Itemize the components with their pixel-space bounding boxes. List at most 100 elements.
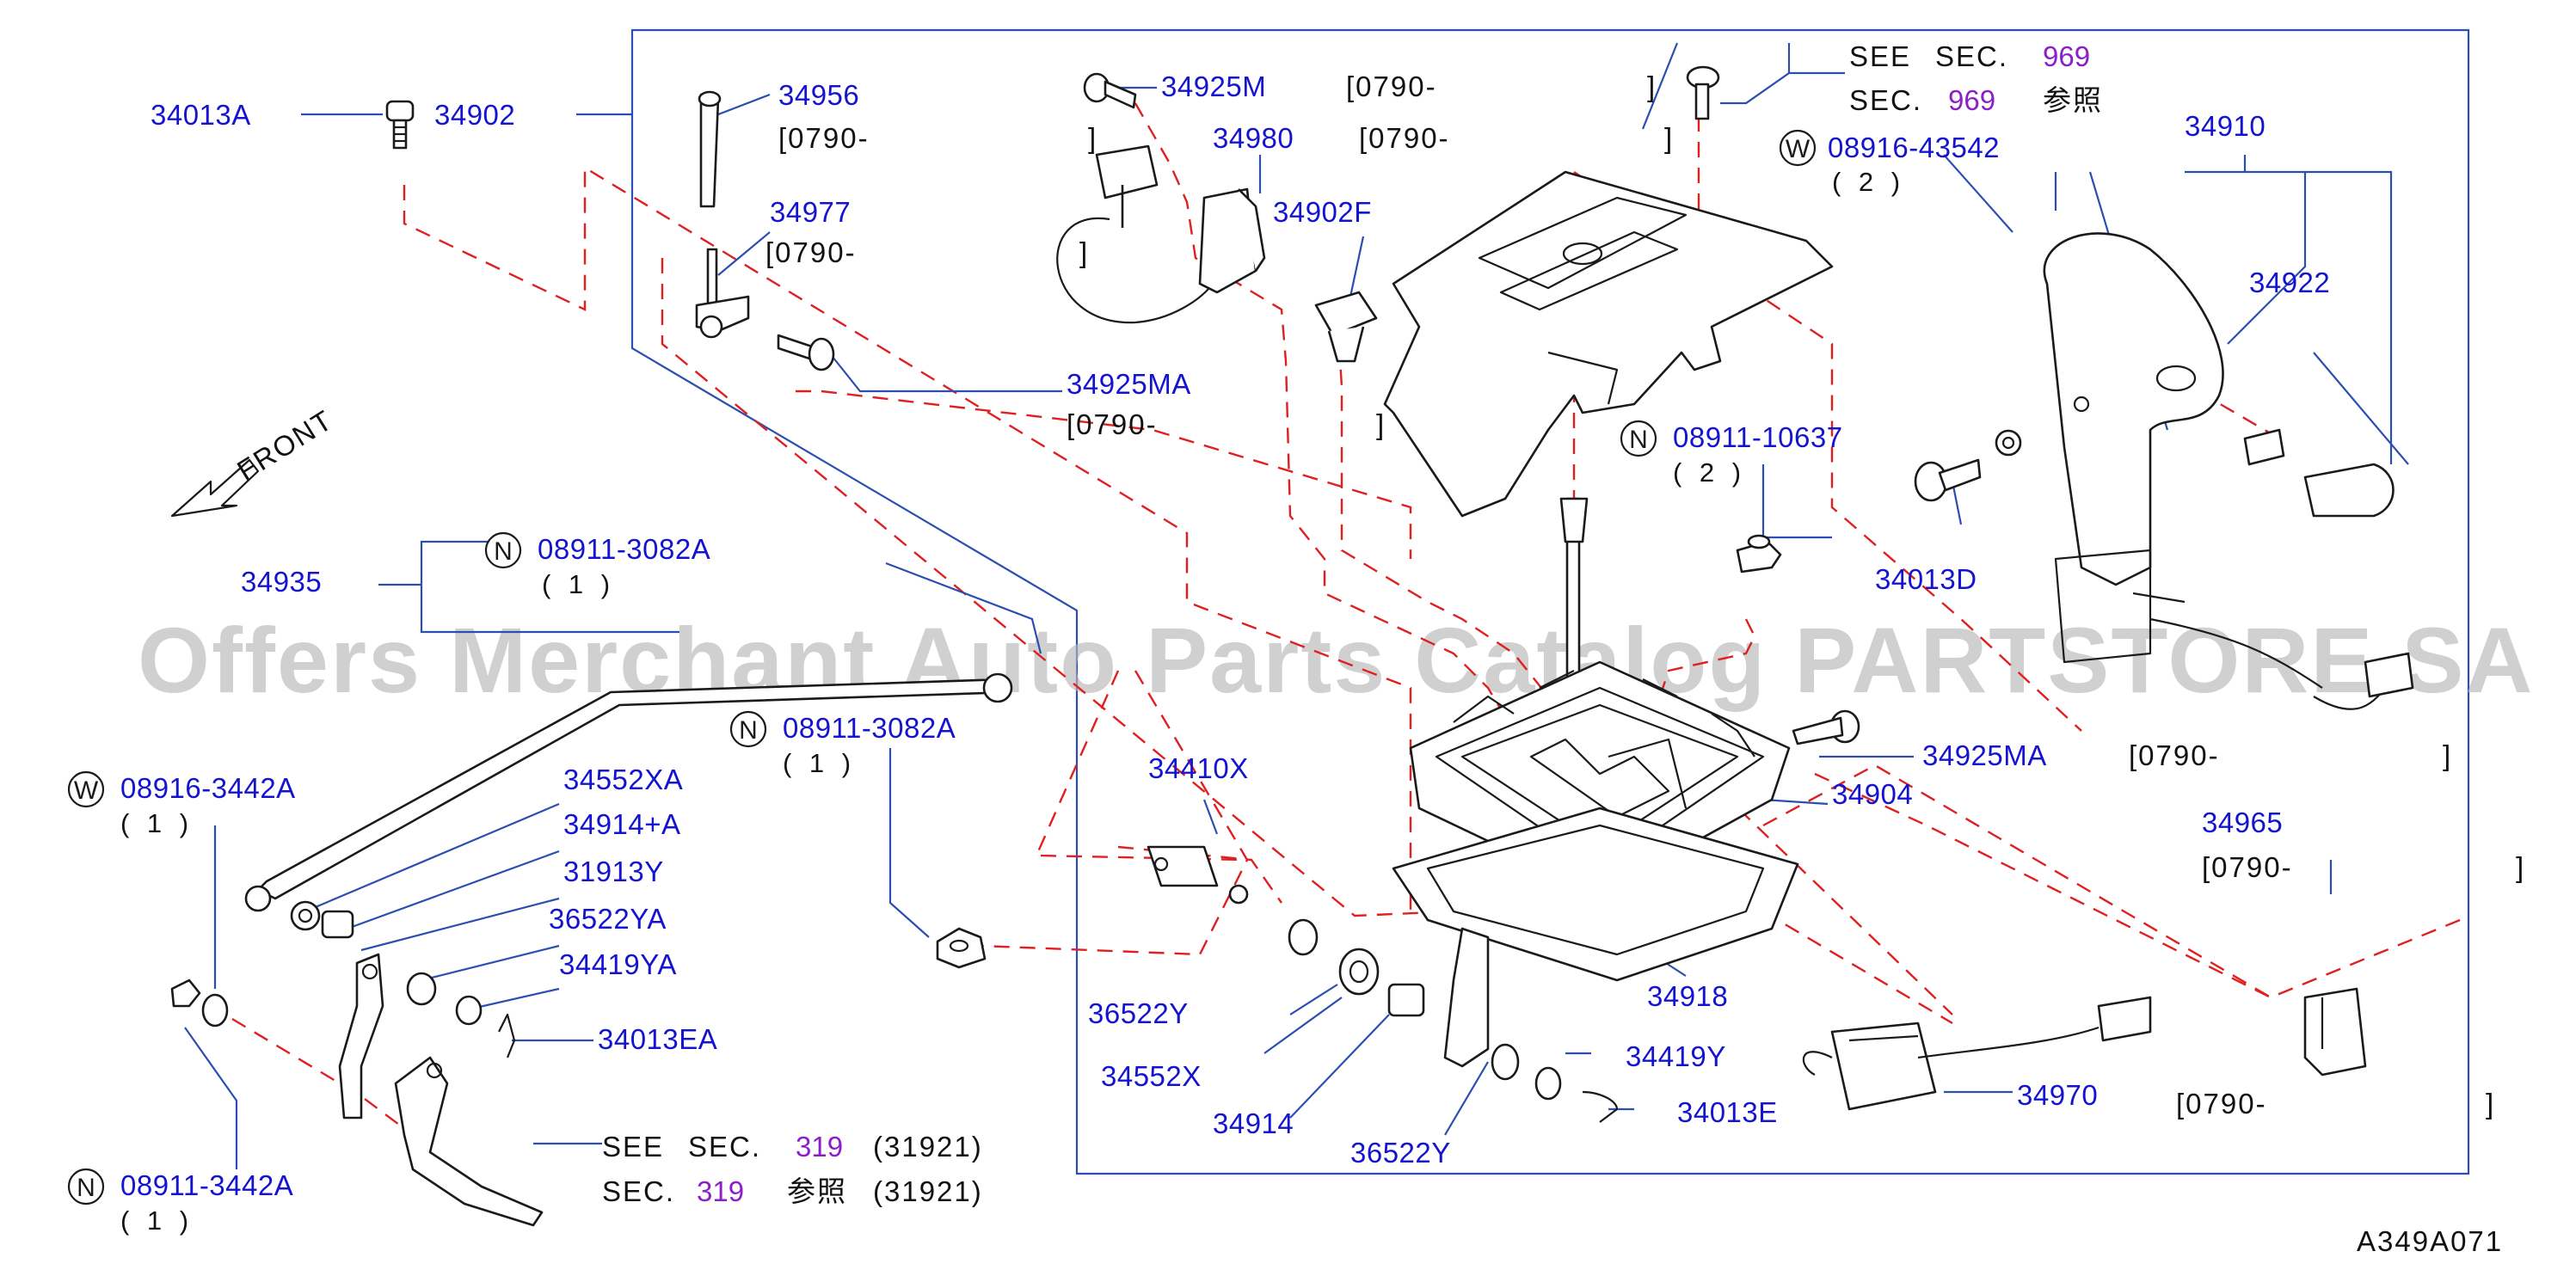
- label-34925MA-right[interactable]: 34925MA: [1922, 739, 2047, 771]
- svg-text:]: ]: [2516, 851, 2525, 883]
- bushing-34552X: [1338, 948, 1380, 996]
- label-34013E[interactable]: 34013E: [1677, 1096, 1778, 1128]
- svg-text:]: ]: [1376, 408, 1386, 440]
- label-34980[interactable]: 34980: [1213, 122, 1294, 154]
- washer-08916-43542: [1995, 429, 2022, 457]
- label-34925M[interactable]: 34925M: [1161, 71, 1266, 102]
- label-34970[interactable]: 34970: [2017, 1079, 2098, 1111]
- front-label: FRONT: [231, 403, 338, 487]
- svg-text:( 1 ): ( 1 ): [120, 1205, 194, 1236]
- nut-08911-10637: [1736, 534, 1782, 574]
- std-part-n-3442A: N 08911-3442A ( 1 ): [67, 1168, 293, 1236]
- label-08911-3082A-1[interactable]: 08911-3082A: [538, 533, 710, 565]
- svg-text:N: N: [77, 1174, 95, 1202]
- svg-text:N: N: [739, 716, 758, 745]
- label-08911-3442A[interactable]: 08911-3442A: [120, 1169, 293, 1201]
- svg-text:N: N: [494, 537, 513, 566]
- assembly-frame: [630, 28, 2470, 1175]
- svg-text:SEC.: SEC.: [602, 1175, 675, 1207]
- svg-text:969: 969: [2043, 40, 2090, 72]
- label-34013EA[interactable]: 34013EA: [598, 1023, 717, 1055]
- label-34013A[interactable]: 34013A: [151, 99, 251, 131]
- svg-text:(31921): (31921): [873, 1131, 983, 1163]
- shift-arm: [394, 1056, 544, 1227]
- std-part-w-43542: W 08916-43542 ( 2 ): [1779, 129, 2000, 197]
- label-34902F[interactable]: 34902F: [1273, 196, 1372, 228]
- knob-34910: [2043, 232, 2414, 710]
- label-34410X[interactable]: 34410X: [1148, 752, 1249, 784]
- svg-text:319: 319: [697, 1175, 744, 1207]
- lever-31913Y: [338, 953, 384, 1120]
- switch-34970: [1802, 996, 2152, 1111]
- std-part-w-3442A: W 08916-3442A ( 1 ): [67, 770, 296, 838]
- label-34977[interactable]: 34977: [770, 196, 851, 228]
- label-34965[interactable]: 34965: [2202, 807, 2283, 838]
- label-34922[interactable]: 34922: [2249, 267, 2330, 298]
- label-36522YA[interactable]: 36522YA: [549, 903, 667, 935]
- washer-36522Y-bottom: [1491, 1043, 1520, 1081]
- screw-34925M: [1083, 72, 1137, 109]
- svg-text:[0790-: [0790-: [1346, 71, 1437, 102]
- svg-text:]: ]: [1079, 236, 1089, 268]
- svg-text:W: W: [1786, 135, 1811, 163]
- bolt-34013A: [385, 100, 415, 150]
- screw-top: [1686, 65, 1720, 120]
- svg-text:[0790-: [0790-: [778, 122, 870, 154]
- svg-text:]: ]: [2443, 739, 2452, 771]
- svg-text:SEC.: SEC.: [1935, 40, 2008, 72]
- svg-text:SEE: SEE: [602, 1131, 664, 1163]
- svg-text:SEC.: SEC.: [688, 1131, 761, 1163]
- label-08916-43542[interactable]: 08916-43542: [1828, 132, 2000, 163]
- nut-08911-3442A: [170, 978, 201, 1008]
- std-part-n-3082A-2: N 08911-3082A ( 1 ): [729, 710, 956, 778]
- label-34914A[interactable]: 34914+A: [563, 808, 681, 840]
- label-34956[interactable]: 34956: [778, 79, 859, 111]
- svg-text:319: 319: [796, 1131, 843, 1163]
- label-34925MA-top[interactable]: 34925MA: [1067, 368, 1191, 400]
- label-31913Y[interactable]: 31913Y: [563, 856, 664, 887]
- washer-34419YA: [455, 995, 483, 1026]
- label-08916-3442A[interactable]: 08916-3442A: [120, 772, 296, 804]
- clip-34013EA: [498, 1013, 516, 1058]
- sensor-34980: [1056, 144, 1266, 324]
- pin-34956: [698, 90, 722, 208]
- label-08911-3082A-2[interactable]: 08911-3082A: [783, 712, 956, 744]
- section-ref-top[interactable]: SEE SEC. 969 SEC. 969 参照: [1849, 40, 2103, 116]
- bracket-34965: [2303, 987, 2367, 1077]
- label-34904[interactable]: 34904: [1832, 778, 1913, 810]
- collar-34914A: [321, 910, 354, 939]
- label-34419Y[interactable]: 34419Y: [1626, 1040, 1726, 1072]
- label-36522Y-bottom[interactable]: 36522Y: [1350, 1137, 1451, 1169]
- label-34910[interactable]: 34910: [2185, 110, 2266, 142]
- screw-34925MA-right: [1792, 709, 1860, 745]
- label-34552XA[interactable]: 34552XA: [563, 764, 683, 795]
- label-34902[interactable]: 34902: [434, 99, 515, 131]
- cap-34922: [2303, 463, 2395, 518]
- label-34935[interactable]: 34935: [241, 566, 322, 598]
- collar-34914: [1387, 983, 1425, 1017]
- nut-08911-3082A: [936, 927, 987, 969]
- label-34918[interactable]: 34918: [1647, 980, 1728, 1012]
- clip-34902F: [1314, 291, 1378, 363]
- label-34013D[interactable]: 34013D: [1875, 563, 1977, 595]
- svg-text:( 2 ): ( 2 ): [1832, 167, 1905, 197]
- washer-36522YA: [406, 972, 437, 1006]
- svg-text:W: W: [74, 776, 99, 805]
- label-34914[interactable]: 34914: [1213, 1107, 1294, 1139]
- watermark: Offers Merchant Auto Parts Catalog PARTS…: [138, 608, 2534, 712]
- front-arrow-icon: [170, 458, 260, 518]
- svg-text:]: ]: [1647, 71, 1657, 102]
- label-08911-10637[interactable]: 08911-10637: [1673, 421, 1843, 453]
- pin-34977: [695, 248, 750, 339]
- svg-text:N: N: [1629, 426, 1648, 454]
- section-ref-bottom[interactable]: SEE SEC. 319 (31921) SEC. 319 参照 (31921): [602, 1131, 983, 1207]
- part-labels: 34013A 34902 34956 34977 34925MA 34925M …: [151, 71, 2330, 1169]
- gasket-34918: [1392, 807, 1799, 1068]
- svg-text:[0790-: [0790-: [2176, 1088, 2267, 1120]
- svg-text:参照: 参照: [2043, 84, 2103, 116]
- label-36522Y-left[interactable]: 36522Y: [1088, 997, 1189, 1029]
- svg-text:[0790-: [0790-: [1359, 122, 1450, 154]
- svg-text:[0790-: [0790-: [2129, 739, 2220, 771]
- label-34419YA[interactable]: 34419YA: [559, 948, 677, 980]
- label-34552X[interactable]: 34552X: [1101, 1060, 1202, 1092]
